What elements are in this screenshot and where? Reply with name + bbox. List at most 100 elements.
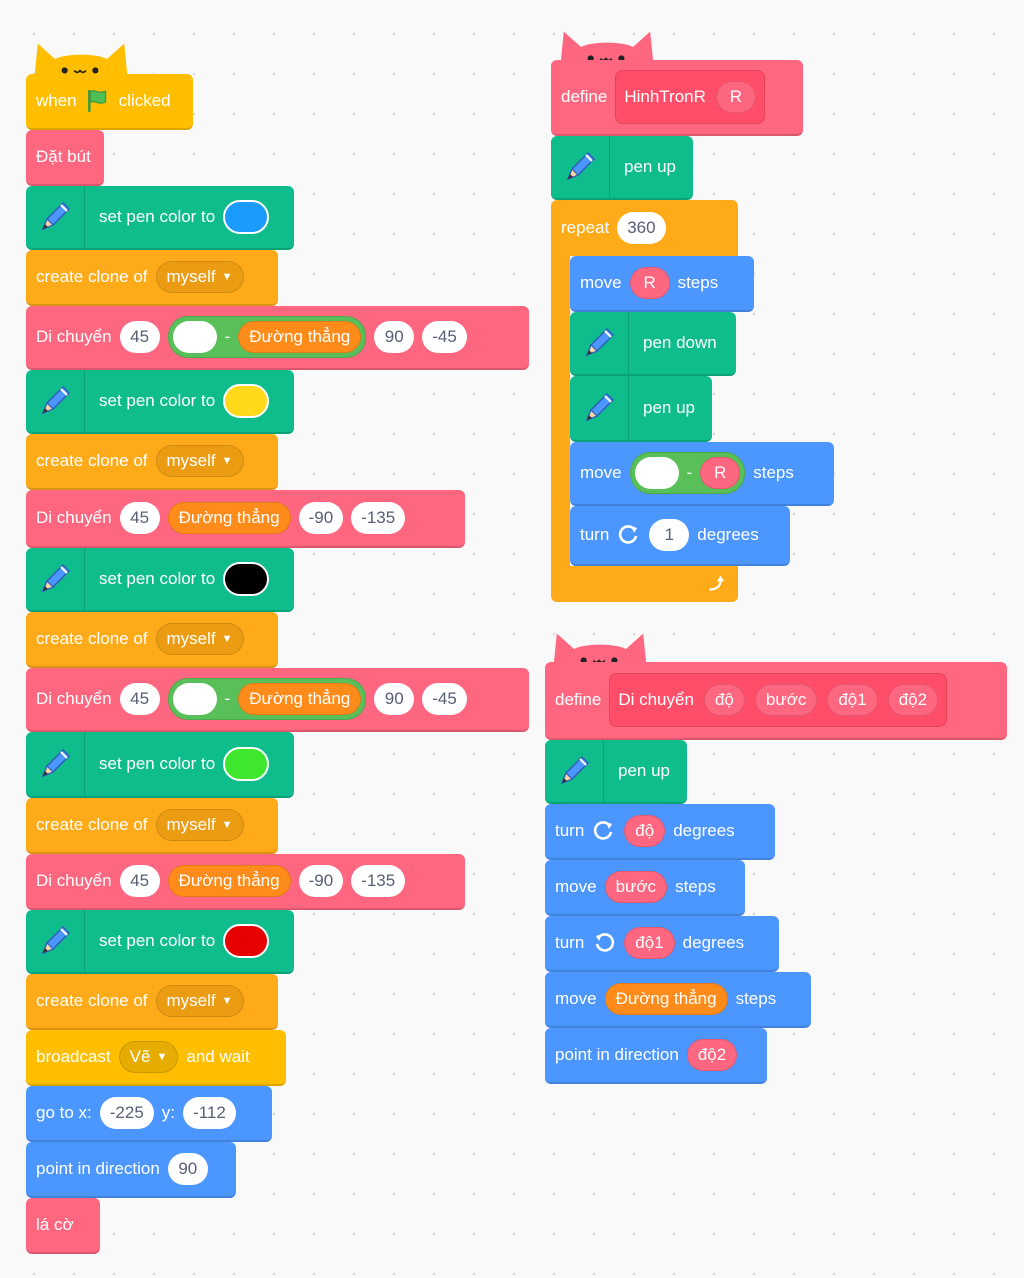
arg-input[interactable]: -45: [422, 683, 467, 715]
arg-input[interactable]: 45: [119, 683, 160, 715]
param-buoc[interactable]: bước: [604, 871, 668, 903]
duong-thang-reporter[interactable]: Đường thẳng: [167, 502, 291, 534]
point-in-direction-label: point in direction: [36, 1159, 160, 1178]
create-clone-block[interactable]: create clone of myself▼: [26, 434, 278, 490]
param-r[interactable]: R: [715, 81, 756, 113]
point-in-direction-block[interactable]: point in direction 90: [26, 1142, 236, 1198]
duong-thang-reporter[interactable]: Đường thẳng: [238, 321, 362, 353]
param-do[interactable]: độ: [703, 684, 745, 716]
clone-target-dropdown[interactable]: myself▼: [155, 623, 244, 655]
custom-block-prototype[interactable]: HinhTronR R: [615, 70, 765, 124]
arg-input[interactable]: -90: [298, 865, 344, 897]
di-chuyen-call-block[interactable]: Di chuyển 45 Đường thẳng -90 -135: [26, 490, 465, 548]
pen-up-block[interactable]: pen up: [545, 740, 687, 804]
param-do2[interactable]: độ2: [686, 1039, 738, 1071]
duong-thang-reporter[interactable]: Đường thẳng: [604, 983, 728, 1015]
color-swatch-red[interactable]: [223, 924, 270, 958]
param-do2[interactable]: độ2: [887, 684, 939, 716]
param-do1[interactable]: độ1: [624, 927, 675, 959]
color-swatch-green[interactable]: [223, 747, 270, 781]
color-swatch-blue[interactable]: [223, 200, 270, 234]
minus-operator[interactable]: - R: [629, 452, 746, 494]
minus-operator[interactable]: - Đường thẳng: [167, 678, 367, 720]
duong-thang-reporter[interactable]: Đường thẳng: [238, 683, 362, 715]
clone-target-dropdown[interactable]: myself▼: [155, 445, 244, 477]
arg-input[interactable]: 45: [119, 865, 160, 897]
pen-icon: [26, 732, 85, 796]
param-do[interactable]: độ: [624, 815, 666, 847]
rotate-clockwise-icon: [617, 523, 641, 547]
move-minus-r-block[interactable]: move - R steps: [570, 442, 834, 506]
custom-block-prototype[interactable]: Di chuyển độ bước độ1 độ2: [609, 673, 948, 727]
broadcast-and-wait-block[interactable]: broadcast Vẽ▼ and wait: [26, 1030, 286, 1086]
set-pen-color-block-red[interactable]: set pen color to: [26, 910, 294, 974]
create-clone-block[interactable]: create clone of myself▼: [26, 250, 278, 306]
turn-degrees-input[interactable]: 1: [649, 519, 690, 551]
arg-input[interactable]: -135: [351, 865, 406, 897]
color-swatch-yellow[interactable]: [223, 384, 270, 418]
param-do1[interactable]: độ1: [827, 684, 878, 716]
set-pen-color-label: set pen color to: [99, 569, 216, 588]
pen-up-block[interactable]: pen up: [570, 376, 712, 442]
clone-target-dropdown[interactable]: myself▼: [155, 809, 244, 841]
di-chuyen-call-block[interactable]: Di chuyển 45 Đường thẳng -90 -135: [26, 854, 465, 910]
go-to-xy-block[interactable]: go to x: -225 y: -112: [26, 1086, 272, 1142]
di-chuyen-label: Di chuyển: [36, 689, 112, 708]
repeat-count-input[interactable]: 360: [617, 212, 666, 244]
set-pen-color-label: set pen color to: [99, 207, 216, 226]
y-input[interactable]: -112: [183, 1097, 236, 1129]
arg-input[interactable]: -135: [351, 502, 406, 534]
broadcast-message-dropdown[interactable]: Vẽ▼: [118, 1041, 179, 1073]
clone-target-dropdown[interactable]: myself▼: [155, 261, 244, 293]
turn-cw-do-block[interactable]: turn độ degrees: [545, 804, 775, 860]
define-label: define: [555, 690, 602, 709]
x-input[interactable]: -225: [99, 1097, 154, 1129]
pen-down-block[interactable]: pen down: [570, 312, 736, 376]
move-label: move: [580, 463, 622, 482]
arg-input[interactable]: -90: [298, 502, 344, 534]
dat-but-block[interactable]: Đặt bút: [26, 130, 104, 186]
set-pen-color-block-yellow[interactable]: set pen color to: [26, 370, 294, 434]
pen-up-block[interactable]: pen up: [551, 136, 693, 200]
move-buoc-block[interactable]: move bước steps: [545, 860, 745, 916]
create-clone-block[interactable]: create clone of myself▼: [26, 798, 278, 854]
repeat-block[interactable]: repeat 360: [551, 200, 738, 256]
color-swatch-black[interactable]: [223, 562, 270, 596]
param-buoc[interactable]: bước: [754, 684, 818, 716]
set-pen-color-block-green[interactable]: set pen color to: [26, 732, 294, 798]
di-chuyen-call-block[interactable]: Di chuyển 45 - Đường thẳng 90 -45: [26, 306, 529, 370]
arg-input[interactable]: 45: [119, 502, 160, 534]
la-co-block[interactable]: lá cờ: [26, 1198, 100, 1254]
direction-input[interactable]: 90: [167, 1153, 208, 1185]
arg-input[interactable]: 45: [119, 321, 160, 353]
pen-icon: [26, 186, 85, 248]
arg-input[interactable]: -45: [422, 321, 467, 353]
steps-label: steps: [753, 463, 794, 482]
param-r[interactable]: R: [629, 267, 670, 299]
clone-target-dropdown[interactable]: myself▼: [155, 985, 244, 1017]
create-clone-block[interactable]: create clone of myself▼: [26, 974, 278, 1030]
empty-input[interactable]: [172, 321, 217, 353]
arg-input[interactable]: 90: [374, 321, 415, 353]
set-pen-color-block-black[interactable]: set pen color to: [26, 548, 294, 612]
arg-input[interactable]: 90: [374, 683, 415, 715]
empty-input[interactable]: [634, 457, 679, 489]
move-r-steps-block[interactable]: move R steps: [570, 256, 754, 312]
di-chuyen-label: Di chuyển: [36, 327, 112, 346]
define-hinhtronr-block[interactable]: define HinhTronR R: [551, 60, 803, 136]
move-duong-thang-block[interactable]: move Đường thẳng steps: [545, 972, 811, 1028]
set-pen-color-block-blue[interactable]: set pen color to: [26, 186, 294, 250]
turn-cw-block[interactable]: turn 1 degrees: [570, 506, 790, 566]
define-di-chuyen-block[interactable]: define Di chuyển độ bước độ1 độ2: [545, 662, 1007, 740]
param-r[interactable]: R: [700, 457, 741, 489]
di-chuyen-call-block[interactable]: Di chuyển 45 - Đường thẳng 90 -45: [26, 668, 529, 732]
minus-operator[interactable]: - Đường thẳng: [167, 316, 367, 358]
y-label: y:: [161, 1103, 176, 1122]
create-clone-label: create clone of: [36, 815, 148, 834]
empty-input[interactable]: [172, 683, 217, 715]
when-flag-clicked-block[interactable]: when clicked: [26, 74, 193, 130]
turn-ccw-do1-block[interactable]: turn độ1 degrees: [545, 916, 779, 972]
duong-thang-reporter[interactable]: Đường thẳng: [167, 865, 291, 897]
point-in-direction-block[interactable]: point in direction độ2: [545, 1028, 767, 1084]
create-clone-block[interactable]: create clone of myself▼: [26, 612, 278, 668]
